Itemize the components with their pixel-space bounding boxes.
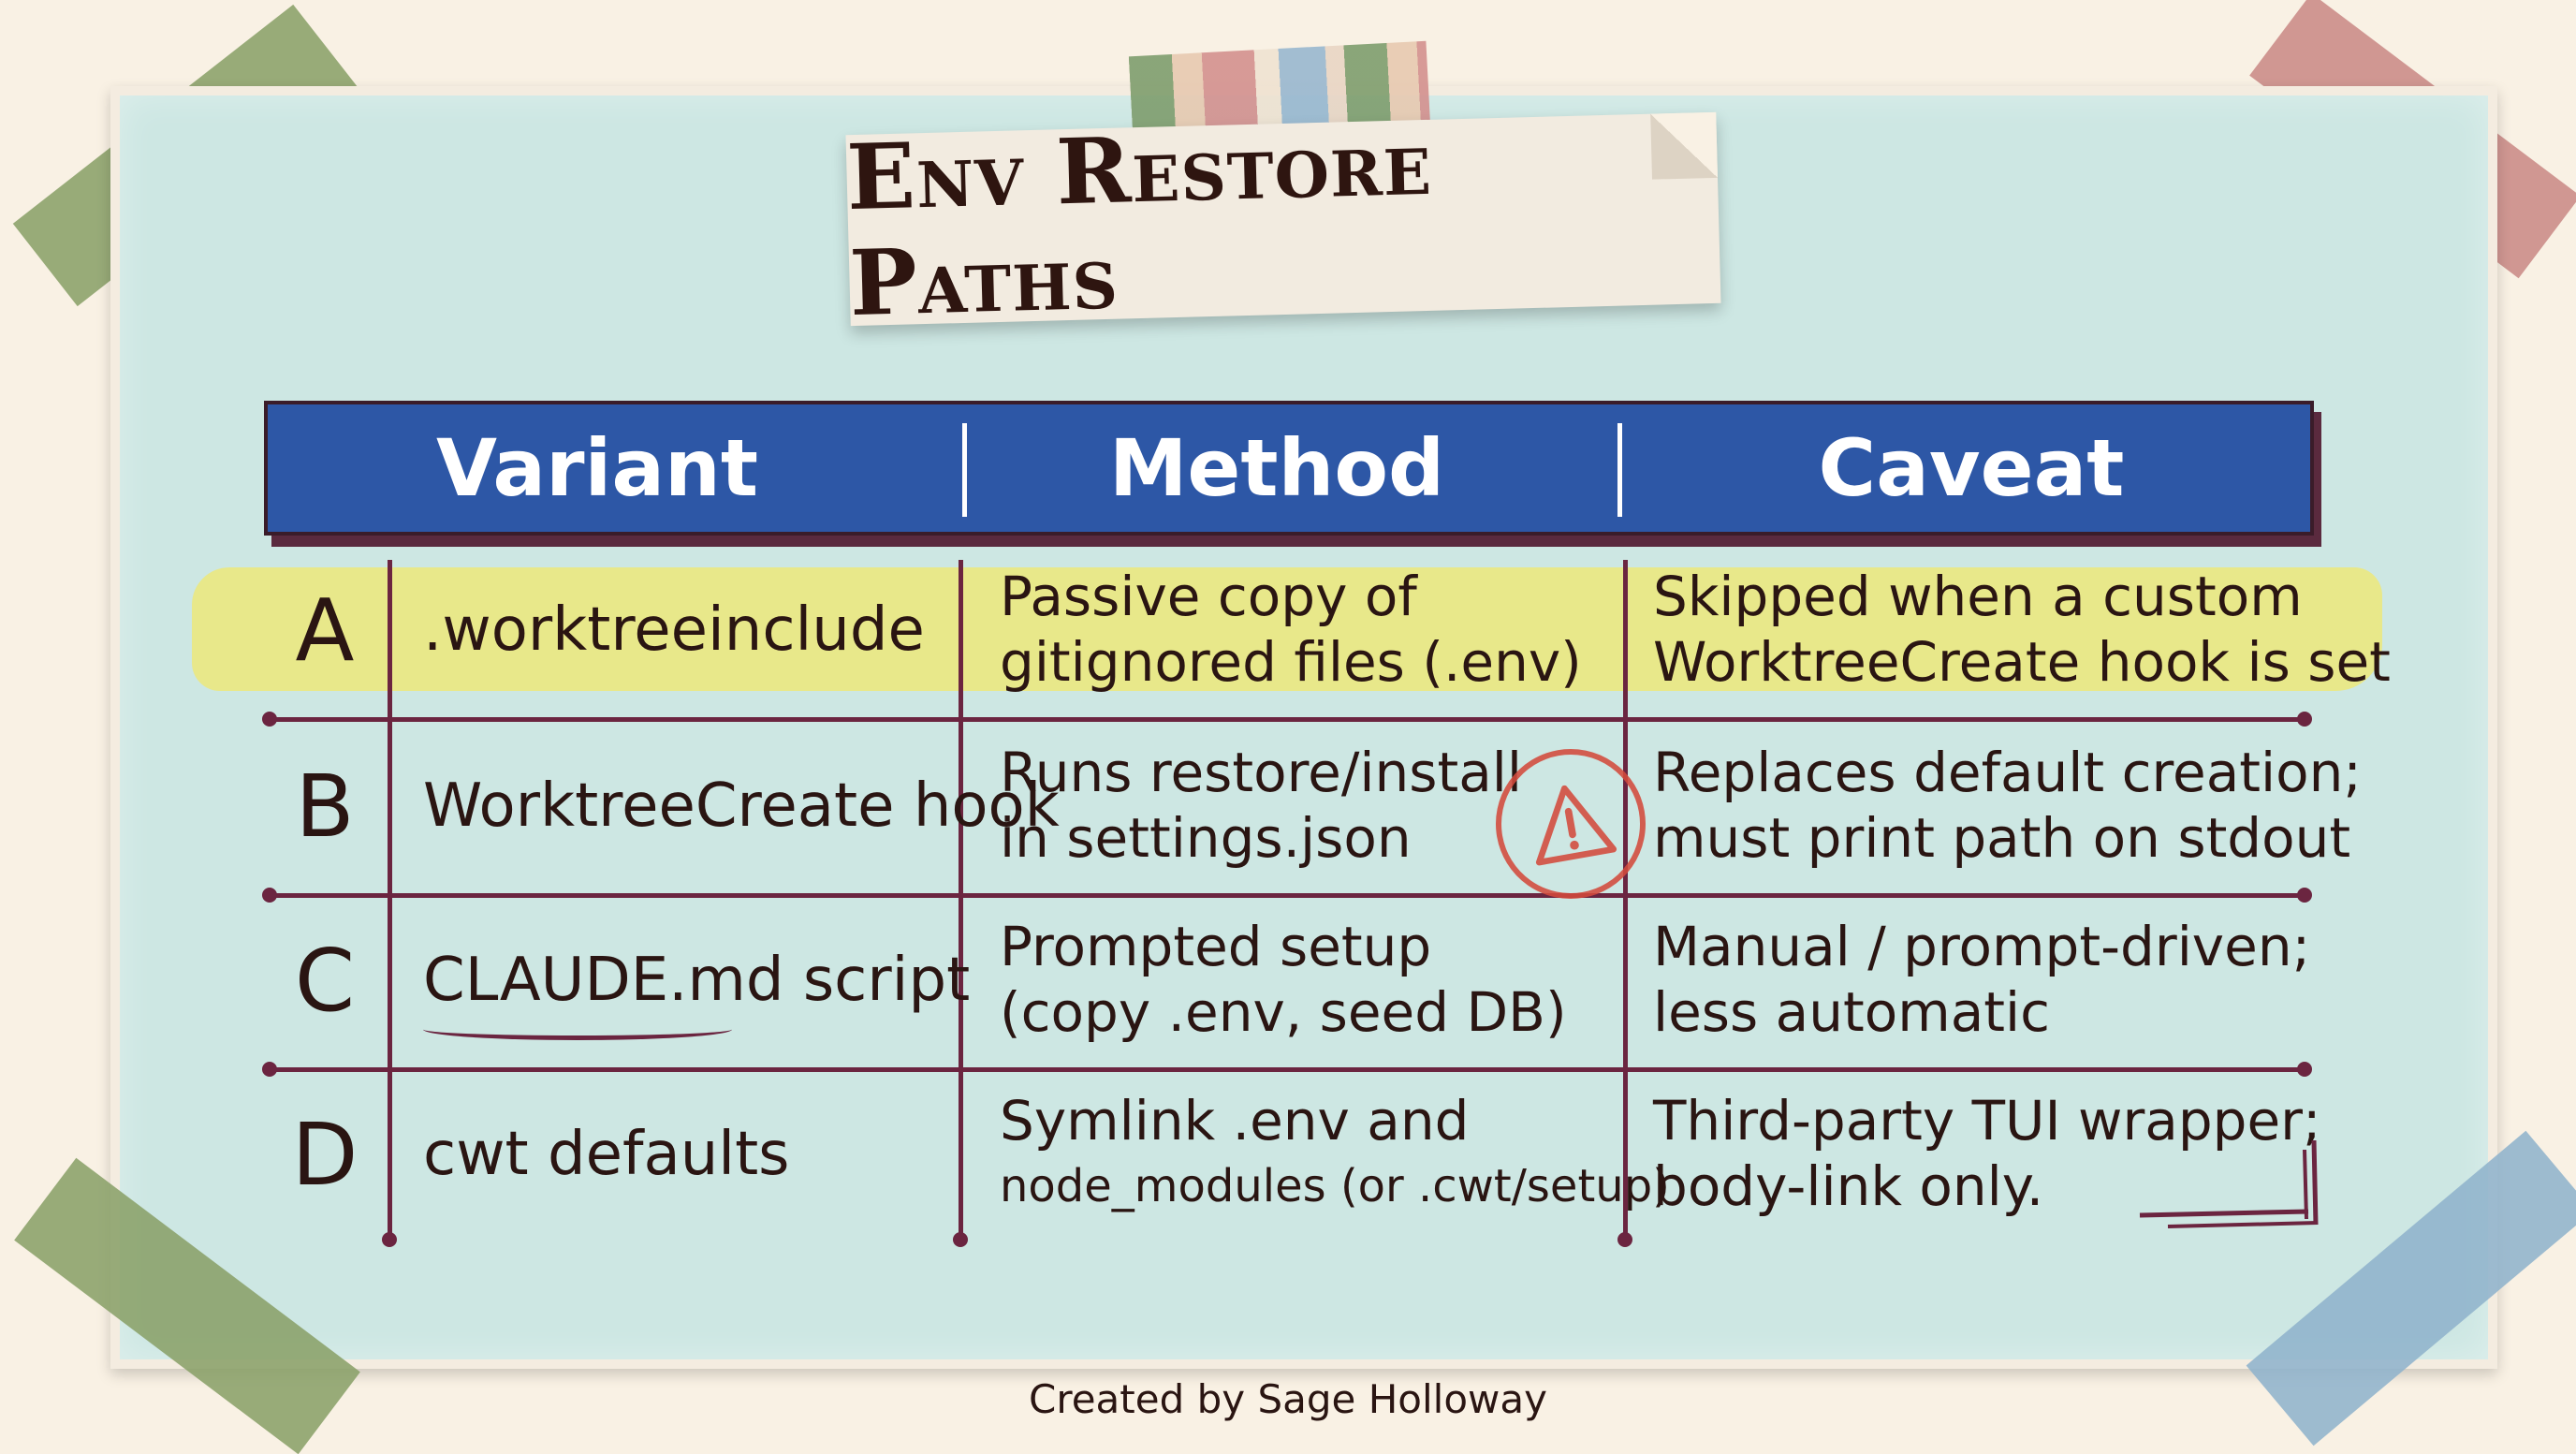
caveat-d-line-1: Third-party TUI wrapper; bbox=[1653, 1089, 2321, 1153]
caveat-a-line-2: WorktreeCreate hook is set bbox=[1653, 630, 2391, 694]
paper-curl bbox=[1650, 111, 1719, 180]
row-divider bbox=[264, 1067, 2305, 1072]
caveat-c-line-2: less automatic bbox=[1653, 980, 2050, 1044]
header-caveat: Caveat bbox=[1818, 422, 2125, 514]
row-divider bbox=[264, 893, 2305, 898]
method-b-line-1: Runs restore/install bbox=[1000, 741, 1522, 804]
row-a-highlight bbox=[192, 567, 2382, 691]
header-method: Method bbox=[1108, 422, 1445, 514]
method-c-line-2: (copy .env, seed DB) bbox=[1000, 980, 1567, 1044]
method-b-line-2: in settings.json bbox=[1000, 806, 1412, 870]
row-dot bbox=[262, 1062, 277, 1077]
row-dot bbox=[262, 712, 277, 727]
scribble-underline bbox=[423, 1019, 732, 1040]
row-dot bbox=[2297, 888, 2312, 903]
footer-credit: Created by Sage Holloway bbox=[1029, 1376, 1547, 1422]
row-divider bbox=[264, 717, 2305, 722]
row-dot bbox=[2297, 712, 2312, 727]
caveat-a-line-1: Skipped when a custom bbox=[1653, 565, 2303, 628]
caveat-b-line-2: must print path on stdout bbox=[1653, 806, 2351, 870]
method-c-line-1: Prompted setup bbox=[1000, 915, 1432, 978]
row-dot bbox=[953, 1232, 968, 1247]
row-dot bbox=[2297, 1062, 2312, 1077]
method-d-line-1: Symlink .env and bbox=[1000, 1089, 1470, 1153]
row-letter-a: A bbox=[295, 580, 355, 681]
corner-scribble bbox=[2139, 1139, 2319, 1228]
header-divider bbox=[962, 423, 967, 517]
header-divider bbox=[1617, 423, 1622, 517]
row-letter-b: B bbox=[295, 756, 355, 857]
page-title: Env Restore Paths bbox=[845, 109, 1433, 337]
row-dot bbox=[382, 1232, 397, 1247]
method-d-line-2: node_modules (or .cwt/setup) bbox=[1000, 1160, 1670, 1212]
method-a-line-1: Passive copy of bbox=[1000, 565, 1417, 628]
row-letter-c: C bbox=[294, 931, 356, 1031]
variant-b: WorktreeCreate hook bbox=[423, 771, 1060, 841]
table-header: Variant Method Caveat bbox=[264, 401, 2314, 536]
method-a-line-2: gitignored files (.env) bbox=[1000, 630, 1582, 694]
warning-triangle bbox=[1535, 785, 1617, 866]
header-variant: Variant bbox=[436, 422, 758, 514]
warning-icon bbox=[1484, 737, 1658, 911]
title-banner: Env Restore Paths bbox=[845, 110, 1721, 336]
row-dot bbox=[1617, 1232, 1632, 1247]
variant-d: cwt defaults bbox=[423, 1120, 790, 1189]
caveat-b-line-1: Replaces default creation; bbox=[1653, 741, 2362, 804]
row-dot bbox=[262, 888, 277, 903]
variant-c: CLAUDE.md script bbox=[423, 946, 971, 1015]
caveat-d-line-2: body-link only. bbox=[1653, 1154, 2044, 1218]
variant-a: .worktreeinclude bbox=[423, 595, 925, 665]
row-letter-d: D bbox=[291, 1105, 359, 1205]
caveat-c-line-1: Manual / prompt-driven; bbox=[1653, 915, 2311, 978]
